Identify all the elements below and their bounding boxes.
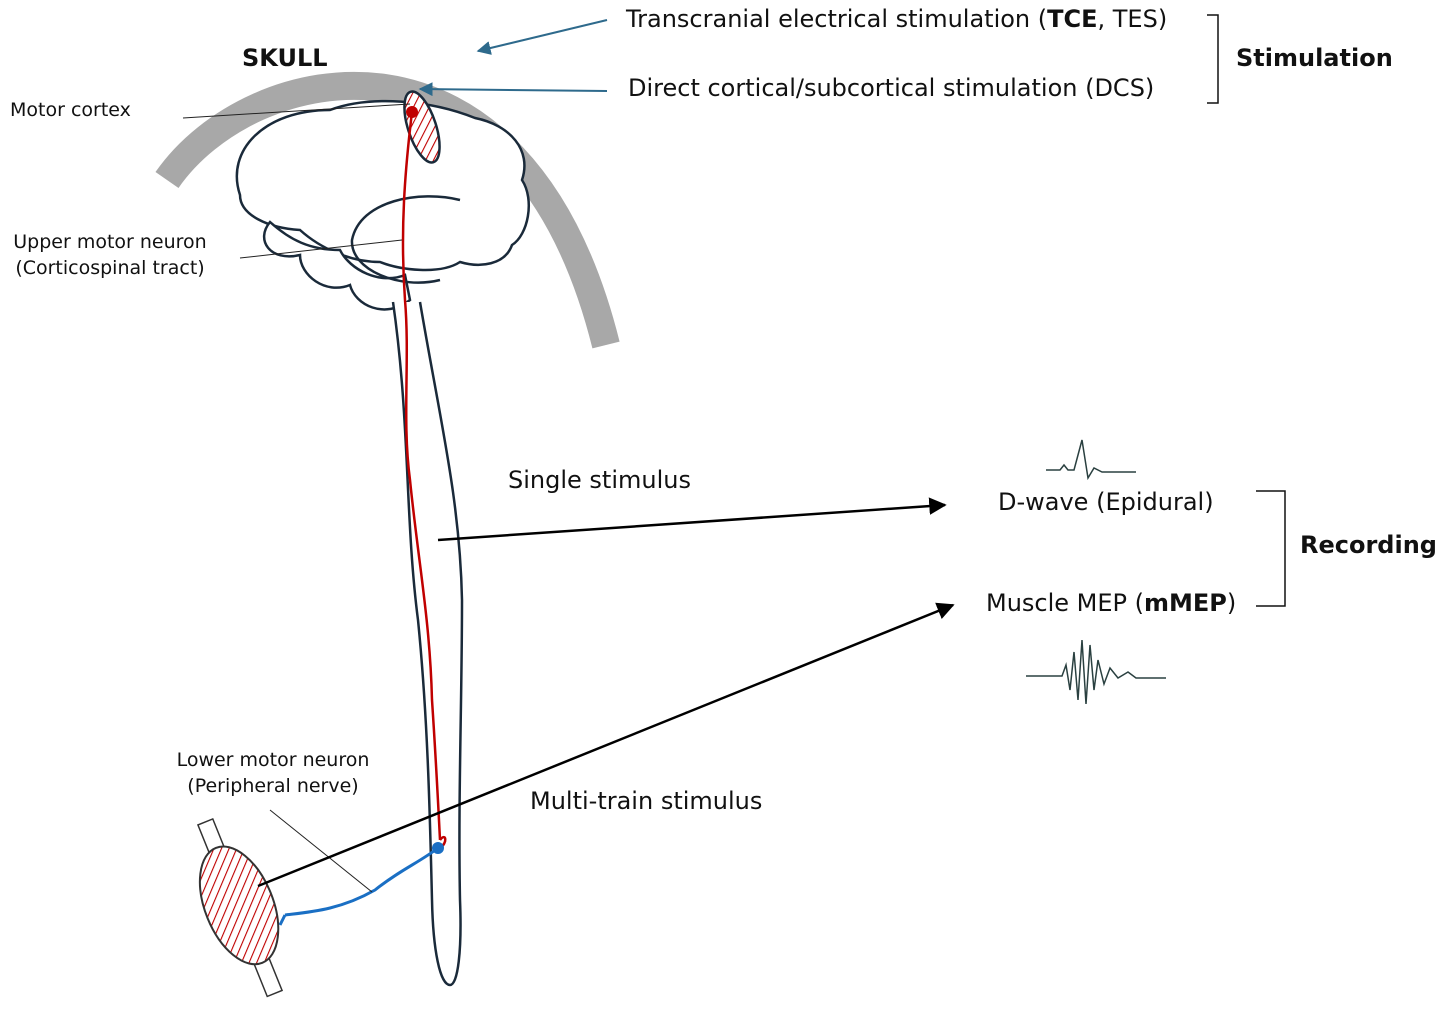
- stimulation-bracket: [1207, 14, 1219, 104]
- stimulation-group-label: Stimulation: [1236, 44, 1393, 72]
- mmep-prefix: Muscle MEP (: [986, 589, 1145, 617]
- tce-label: Transcranial electrical stimulation (TCE…: [626, 5, 1167, 34]
- recording-group-label: Recording: [1300, 531, 1437, 559]
- lower-motor-neuron-text: Lower motor neuron: [176, 749, 370, 771]
- dcs-label: Direct cortical/subcortical stimulation …: [628, 74, 1155, 102]
- mmep-waveform: [1026, 639, 1166, 705]
- spinal-cord-outline: [391, 301, 464, 987]
- muscle: [196, 817, 284, 998]
- dcs-arrow: [418, 82, 608, 97]
- skull-arc: [155, 71, 620, 349]
- peripheral-nerve-text: (Peripheral nerve): [187, 774, 359, 797]
- skull-label: SKULL: [242, 44, 328, 72]
- dwave-waveform: [1046, 439, 1136, 481]
- motor-cortex-label: Motor cortex: [10, 99, 131, 121]
- upper-neuron-leader: [239, 239, 403, 259]
- mmep-suffix: ): [1226, 589, 1237, 617]
- mmep-bold: mMEP: [1144, 589, 1227, 617]
- neuromuscular-junction: [278, 914, 287, 926]
- single-stimulus-arrow: [437, 497, 947, 542]
- tce-bold: TCE: [1047, 5, 1098, 33]
- dwave-label: D-wave (Epidural): [998, 488, 1214, 516]
- upper-motor-neuron-label: Upper motor neuron (Corticospinal tract): [2, 231, 218, 280]
- upper-motor-neuron-path: [401, 111, 442, 841]
- single-stimulus-label: Single stimulus: [508, 466, 691, 494]
- tce-suffix: , TES): [1097, 5, 1168, 33]
- recording-bracket: [1256, 490, 1286, 607]
- mmep-label: Muscle MEP (mMEP): [986, 589, 1236, 618]
- tce-arrow: [476, 19, 608, 55]
- multi-train-stimulus-label: Multi-train stimulus: [530, 787, 763, 815]
- upper-neuron-soma: [406, 106, 418, 118]
- tce-prefix: Transcranial electrical stimulation (: [626, 5, 1048, 33]
- muscle-belly: [198, 845, 280, 966]
- lower-motor-neuron-path: [284, 846, 439, 917]
- multi-train-arrow: [257, 602, 955, 888]
- thalamus-curve: [350, 195, 461, 284]
- corticospinal-tract-text: (Corticospinal tract): [15, 256, 205, 279]
- cerebellum-outline: [263, 220, 412, 311]
- lower-neuron-leader: [269, 809, 373, 893]
- upper-motor-neuron-text: Upper motor neuron: [13, 231, 207, 253]
- lower-motor-neuron-label: Lower motor neuron (Peripheral nerve): [165, 749, 381, 798]
- motor-cortex-leader: [182, 103, 411, 119]
